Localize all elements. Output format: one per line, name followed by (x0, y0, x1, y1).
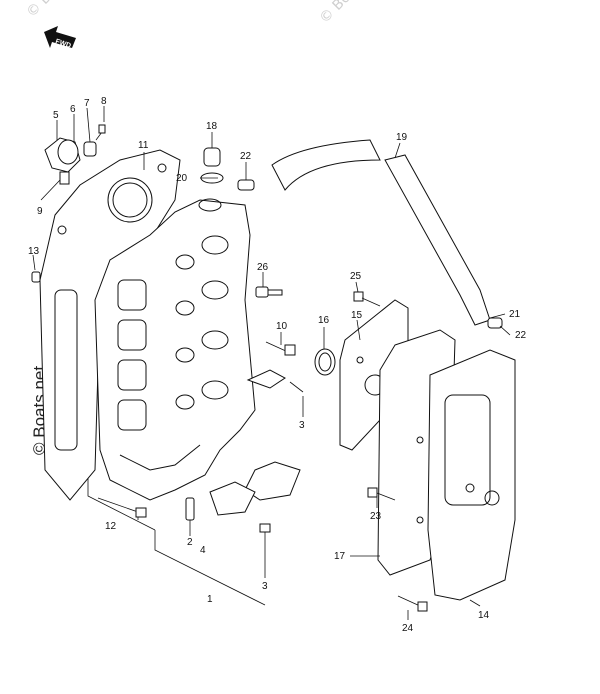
callout-7: 7 (84, 98, 90, 109)
head-cover-part (427, 349, 516, 601)
callout-22b: 22 (515, 330, 527, 341)
watermark-top-center: © Boats.net (317, 0, 389, 27)
camshaft-cap-part (209, 461, 301, 516)
callout-15: 15 (351, 310, 363, 321)
fwd-arrow-icon: FWD (44, 26, 76, 50)
fwd-label: FWD (54, 38, 71, 50)
callout-6: 6 (70, 104, 76, 115)
callout-23: 23 (370, 511, 382, 522)
callout-17: 17 (334, 551, 346, 562)
thermostat-cover-part (44, 124, 106, 185)
callout-10: 10 (276, 321, 288, 332)
callout-22a: 22 (240, 151, 252, 162)
watermark-top-left: © Boats.net (24, 0, 96, 21)
callout-3a: 3 (299, 420, 305, 431)
bolt-3-part (259, 523, 271, 556)
stud-bolt-part (185, 497, 195, 521)
callout-18: 18 (206, 121, 218, 132)
callout-8: 8 (101, 96, 107, 107)
leader-lines (32, 106, 511, 620)
callout-12: 12 (105, 521, 117, 532)
o-ring-part (314, 348, 336, 376)
cylinder-head-part (94, 198, 256, 501)
callout-24: 24 (402, 623, 414, 634)
water-hose-part (237, 139, 503, 329)
callout-4: 4 (200, 545, 206, 556)
callout-1: 1 (207, 594, 213, 605)
callout-3b: 3 (262, 581, 268, 592)
callout-13: 13 (28, 246, 40, 257)
callout-5: 5 (53, 110, 59, 121)
callout-labels: 1 2 3 3 4 5 6 7 8 9 10 11 12 13 14 15 16… (28, 96, 527, 634)
bolt-10-part (265, 341, 296, 356)
bolt-25-part (353, 291, 381, 307)
callout-26: 26 (257, 262, 269, 273)
bolt-23-part (367, 487, 396, 501)
callout-14: 14 (478, 610, 490, 621)
bolt-24-part (397, 595, 428, 612)
callout-19: 19 (396, 132, 408, 143)
dowel-pin-part (31, 271, 41, 283)
callout-9: 9 (37, 206, 43, 217)
bracket-part (246, 369, 304, 393)
callout-25: 25 (350, 271, 362, 282)
callout-16: 16 (318, 315, 330, 326)
callout-20: 20 (176, 173, 188, 184)
spark-plug-part (255, 286, 283, 298)
callout-21: 21 (509, 309, 521, 320)
callout-11: 11 (138, 140, 149, 151)
bolt-12-part (97, 497, 147, 518)
callout-2: 2 (187, 537, 193, 548)
